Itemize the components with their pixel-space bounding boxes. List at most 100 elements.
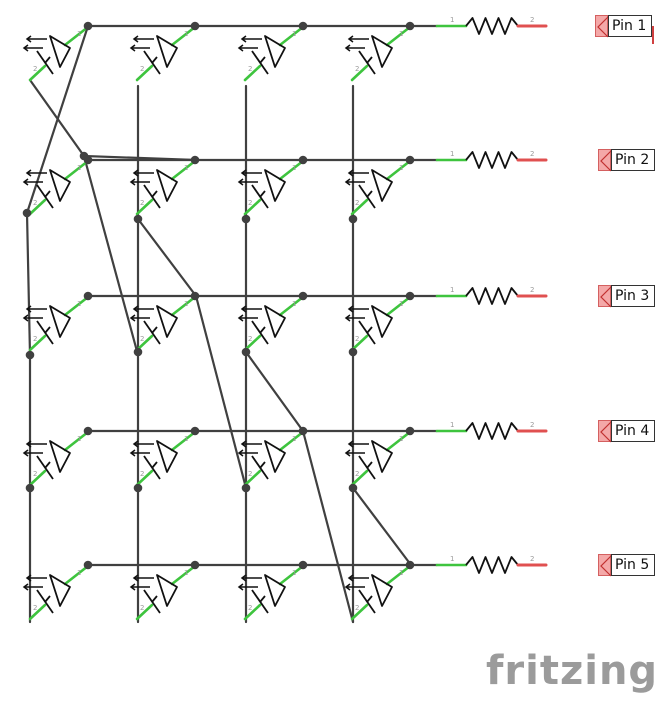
light-arrow — [22, 44, 43, 52]
junction-dot — [79, 151, 89, 161]
led-stub — [259, 326, 266, 334]
light-arrow — [129, 449, 150, 457]
led-pin-number: 1 — [292, 30, 296, 38]
led-pin-number: 2 — [248, 65, 252, 73]
junction-dot — [298, 426, 308, 436]
led-lead — [63, 159, 90, 181]
resistor-pin-number: 2 — [530, 555, 534, 563]
resistor-pin-number: 2 — [530, 150, 534, 158]
led-pin-number: 2 — [248, 335, 252, 343]
led-pin-number: 1 — [184, 164, 188, 172]
led-pin-number: 1 — [184, 300, 188, 308]
led-r5-c1: 12 — [22, 564, 90, 621]
led-pin-number: 1 — [77, 435, 81, 443]
light-arrow — [347, 169, 369, 177]
led-lead — [63, 295, 90, 317]
led-stub — [366, 595, 373, 603]
light-arrow — [132, 305, 154, 313]
led-lead — [385, 564, 412, 586]
led-stub — [151, 326, 158, 334]
junction-dot — [133, 483, 143, 493]
light-arrow — [344, 44, 365, 52]
pin-flag-icon — [595, 15, 609, 38]
light-arrow — [22, 314, 43, 322]
light-arrow — [25, 35, 47, 43]
led-stub — [151, 190, 158, 198]
junction-dot — [348, 214, 358, 224]
light-arrow — [237, 44, 258, 52]
jumper — [194, 294, 248, 490]
led-pin-number: 2 — [355, 199, 359, 207]
light-arrow — [132, 440, 154, 448]
led-pin-number: 2 — [33, 65, 37, 73]
led-pin-number: 2 — [140, 470, 144, 478]
led-pin-number: 2 — [33, 199, 37, 207]
led-pin-number: 1 — [292, 435, 296, 443]
led-pin-number: 1 — [184, 30, 188, 38]
led-r1-c1: 12 — [22, 25, 90, 82]
pin-label-4: Pin 4 — [598, 420, 657, 443]
light-arrow — [25, 440, 47, 448]
junction-dot — [241, 347, 251, 357]
jumper — [82, 154, 140, 357]
junction-dot — [25, 483, 35, 493]
led-stub — [44, 190, 51, 198]
pin-label-text: Pin 5 — [611, 554, 655, 576]
light-arrow — [240, 305, 262, 313]
junction-dot — [190, 560, 200, 570]
led-stub — [151, 461, 158, 469]
led-stub — [44, 56, 51, 64]
led-stub — [44, 326, 51, 334]
resistor-pin-number: 2 — [530, 16, 534, 24]
light-arrow — [344, 583, 365, 591]
led-r5-c4: 12 — [344, 564, 412, 621]
led-lead — [170, 159, 197, 181]
junction-dot — [83, 291, 93, 301]
resistor-pin-number: 1 — [450, 421, 454, 429]
led-lead — [243, 64, 262, 82]
led-lead — [170, 25, 197, 47]
led-r4-c3: 12 — [237, 430, 305, 487]
led-triangle — [156, 440, 178, 473]
led-lead — [385, 430, 412, 452]
led-lead — [385, 295, 412, 317]
led-pin-number: 2 — [355, 65, 359, 73]
led-r3-c2: 12 — [129, 295, 197, 352]
led-lead — [278, 159, 305, 181]
junction-dot — [190, 21, 200, 31]
led-pin-number: 2 — [33, 335, 37, 343]
led-triangle — [156, 305, 178, 338]
led-lead — [135, 198, 154, 216]
junction-dot — [25, 350, 35, 360]
led-r2-c3: 12 — [237, 159, 305, 216]
led-triangle — [49, 440, 71, 473]
light-arrow — [240, 169, 262, 177]
pin-label-5: Pin 5 — [598, 554, 657, 577]
led-triangle — [371, 35, 393, 68]
jumper — [28, 78, 86, 158]
junction-dot — [83, 426, 93, 436]
led-r2-c2: 12 — [129, 159, 197, 216]
led-r1-c3: 12 — [237, 25, 305, 82]
pin-label-text: Pin 4 — [611, 420, 655, 442]
led-triangle — [264, 169, 286, 202]
led-lead — [28, 603, 47, 621]
led-stub — [366, 56, 373, 64]
junction-dot — [241, 214, 251, 224]
resistor-zigzag — [465, 287, 519, 305]
pin-label-text: Pin 3 — [611, 285, 655, 307]
junction-dot — [348, 347, 358, 357]
led-triangle — [264, 440, 286, 473]
pin-flag-icon — [598, 149, 612, 172]
led-stub — [366, 326, 373, 334]
pin-label-1: Pin 1 — [595, 15, 655, 44]
led-lead — [63, 564, 90, 586]
led-stub — [259, 56, 266, 64]
light-arrow — [347, 305, 369, 313]
led-lead — [278, 564, 305, 586]
resistor-pin-number: 2 — [530, 286, 534, 294]
resistor-pin-number: 2 — [530, 421, 534, 429]
